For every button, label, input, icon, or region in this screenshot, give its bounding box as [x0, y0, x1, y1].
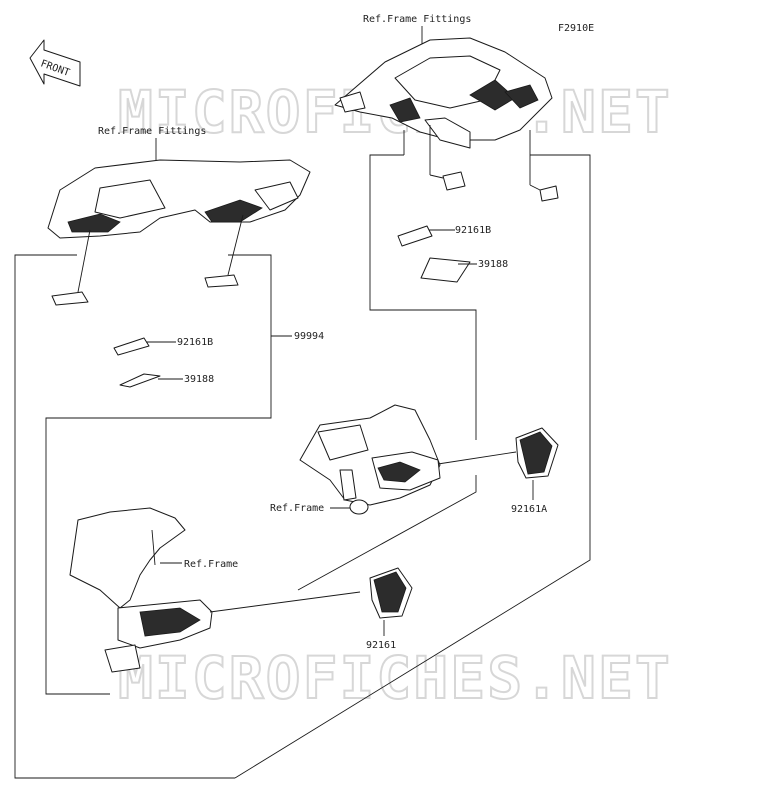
cover-pad	[51, 291, 89, 306]
cover-pad	[204, 274, 239, 288]
ref-frame-fittings-top-label: Ref.Frame Fittings	[363, 14, 471, 25]
pad-92161a-shade	[519, 431, 553, 475]
part-99994-label: 99994	[294, 331, 324, 342]
pad-92161b-left	[113, 337, 150, 356]
part-92161-label: 92161	[366, 640, 396, 651]
part-92161a-label: 92161A	[511, 504, 547, 515]
diagram-code: F2910E	[558, 23, 594, 34]
group-bracket	[14, 254, 235, 779]
part-92161b-right-label: 92161B	[455, 225, 491, 236]
leader-line	[429, 174, 444, 179]
group-bracket	[45, 254, 272, 695]
front-arrow-icon: FRONT	[29, 39, 81, 87]
cover-pad	[442, 171, 466, 191]
frame-mid-assembly	[299, 404, 441, 515]
part-39188-right-label: 39188	[478, 259, 508, 270]
frame-fittings-left-assembly	[47, 159, 311, 239]
part-39188-left-label: 39188	[184, 374, 214, 385]
ref-frame-mid-label: Ref.Frame	[270, 503, 324, 514]
leader-line	[77, 229, 91, 293]
group-bracket	[369, 154, 477, 440]
pad-92161b-right	[397, 225, 433, 247]
ref-frame-fittings-left-label: Ref.Frame Fittings	[98, 126, 206, 137]
cover-pad	[539, 185, 559, 202]
frame-lower-assembly	[69, 507, 213, 673]
watermark-bottom: MICROFICHES.NET	[118, 644, 672, 712]
leader-line	[529, 184, 541, 191]
group-bracket	[297, 475, 477, 591]
part-92161b-left-label: 92161B	[177, 337, 213, 348]
leader-line	[437, 451, 517, 465]
leader-line	[227, 214, 244, 276]
pad-92161-shade	[373, 571, 407, 613]
frame-fittings-top-assembly	[334, 37, 553, 149]
ref-frame-lower-label: Ref.Frame	[184, 559, 238, 570]
sheet-39188-right	[420, 257, 471, 283]
sheet-39188-left	[119, 373, 161, 388]
group-bracket	[234, 154, 591, 779]
leader-line	[209, 591, 361, 613]
